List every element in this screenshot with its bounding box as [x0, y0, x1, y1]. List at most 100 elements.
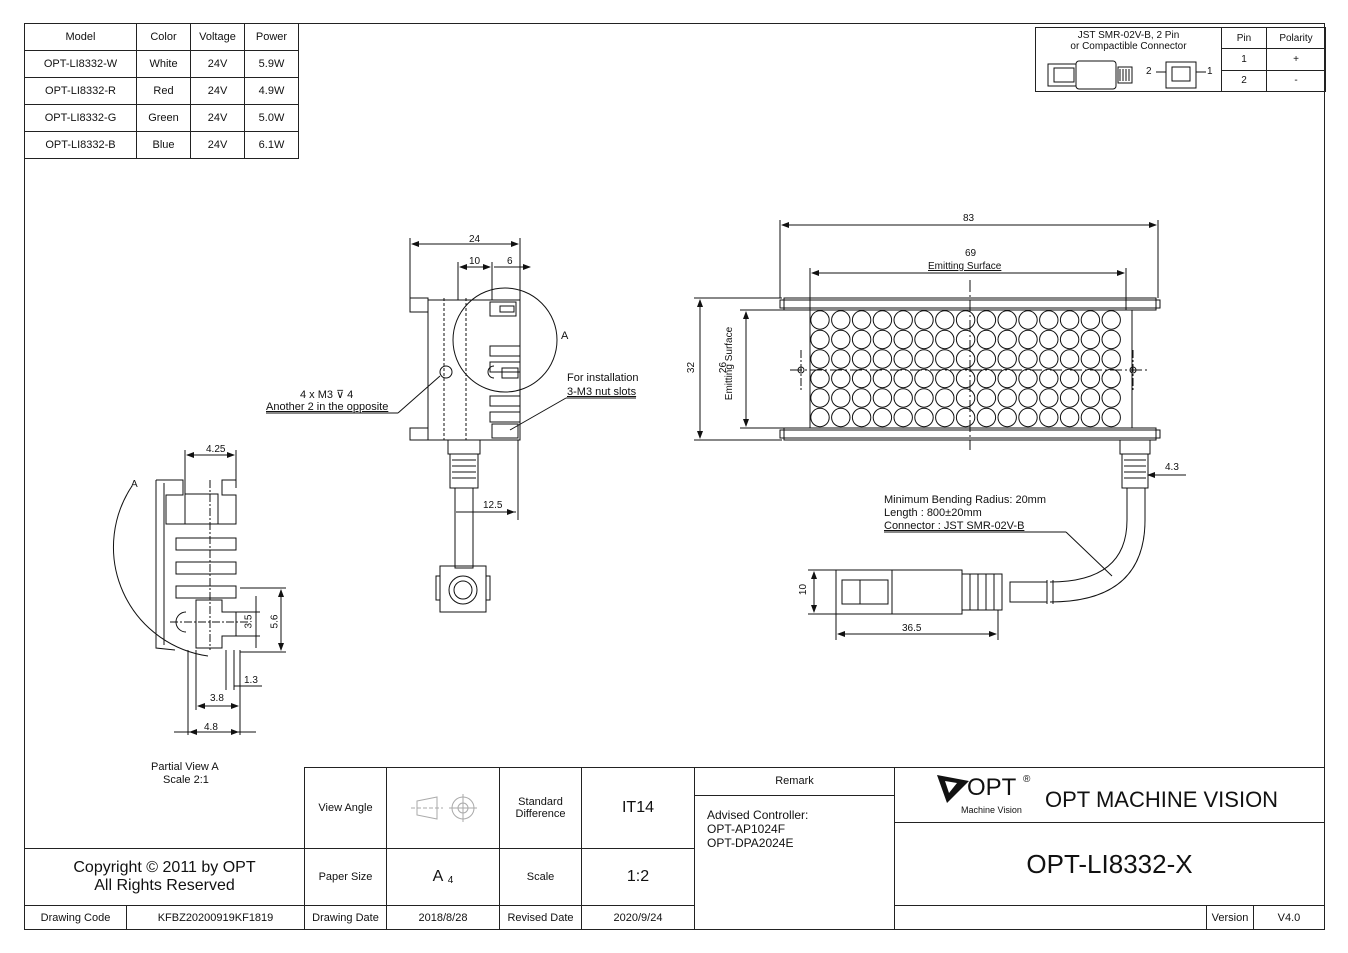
spec-row: OPT-LI8332-R Red 24V 4.9W [24, 77, 299, 105]
led [1101, 349, 1121, 369]
dim-4-3: 4.3 [1165, 462, 1179, 473]
led [1080, 388, 1101, 408]
led [1080, 329, 1101, 350]
install-note: For installation [567, 372, 639, 384]
drawing-code-label: Drawing Code [24, 905, 127, 930]
led [976, 388, 997, 408]
led [1101, 388, 1121, 408]
led [955, 388, 976, 408]
led [1101, 407, 1121, 428]
led [1018, 407, 1038, 428]
copyright-block: Copyright © 2011 by OPT All Rights Reser… [24, 848, 305, 906]
cable-note-radius: Minimum Bending Radius: 20mm [884, 494, 1047, 506]
led [997, 310, 1017, 330]
spec-cell: Blue [136, 131, 191, 159]
led [831, 407, 851, 428]
version-label: Version [1206, 905, 1254, 930]
dim-69: 69 [965, 248, 977, 259]
led [935, 368, 955, 389]
spec-row: OPT-LI8332-G Green 24V 5.0W [24, 104, 299, 132]
led [831, 368, 851, 389]
led [831, 349, 851, 369]
led [955, 329, 976, 350]
led [872, 349, 893, 369]
connector-title: JST SMR-02V-B, 2 Pin [1077, 30, 1180, 41]
led [872, 329, 893, 350]
led [831, 329, 851, 350]
led [955, 368, 976, 389]
spec-cell: 6.1W [244, 131, 299, 159]
led-grid [810, 310, 1121, 428]
detail-a-marker: A [561, 330, 569, 342]
led [1101, 368, 1121, 389]
led [1080, 407, 1101, 428]
dim-4-25: 4.25 [206, 444, 226, 455]
std-diff-label: Standard Difference [499, 767, 582, 849]
drawing-date: 2018/8/28 [386, 905, 500, 930]
led [1101, 329, 1121, 350]
view-angle-symbol [386, 767, 500, 849]
led [935, 388, 955, 408]
led [997, 329, 1017, 350]
spec-row: OPT-LI8332-W White 24V 5.9W [24, 50, 299, 78]
connector-sketch [1047, 60, 1206, 90]
led [1059, 407, 1080, 428]
revised-date-label: Revised Date [499, 905, 582, 930]
led [851, 310, 872, 330]
dim-32: 32 [686, 361, 698, 374]
copyright-line2: All Rights Reserved [94, 877, 235, 894]
led [893, 310, 913, 330]
led [914, 388, 934, 408]
led [851, 388, 872, 408]
dim-10: 10 [469, 256, 481, 267]
pin-table: JST SMR-02V-B, 2 Pin or Compactible Conn… [1035, 26, 1326, 93]
led [1018, 349, 1038, 369]
model-title: OPT-LI8332-X [894, 822, 1325, 906]
spec-row: OPT-LI8332-B Blue 24V 6.1W [24, 131, 299, 159]
paper-size-sub: 4 [447, 874, 454, 886]
detail-a-small: A [131, 479, 138, 490]
led [976, 329, 997, 350]
remark-line3: OPT-DPA2024E [707, 836, 794, 850]
cable-note-length: Length : 800±20mm [884, 507, 982, 519]
cable-note-connector: Connector : JST SMR-02V-B [884, 520, 1025, 532]
led [1080, 310, 1101, 330]
led [893, 368, 913, 389]
emitting-surface-label: Emitting Surface [928, 261, 1002, 272]
pin-cell: - [1266, 69, 1326, 93]
led [955, 407, 976, 428]
led [810, 388, 830, 408]
dim-12-5: 12.5 [483, 500, 503, 511]
revised-date: 2020/9/24 [581, 905, 695, 930]
led [1059, 310, 1080, 330]
spec-cell: OPT-LI8332-G [24, 104, 137, 132]
spec-header-row: Model Color Voltage Power [24, 23, 299, 51]
led [1039, 407, 1059, 428]
scale-label: Scale [499, 848, 582, 906]
dim-24: 24 [469, 234, 481, 245]
partial-view-scale: Scale 2:1 [163, 774, 209, 786]
led [1018, 388, 1038, 408]
paper-size: A [432, 868, 444, 885]
front-view [694, 220, 1186, 640]
led [997, 349, 1017, 369]
spec-cell: OPT-LI8332-R [24, 77, 137, 105]
led [935, 329, 955, 350]
version-value: V4.0 [1253, 905, 1325, 930]
led [851, 349, 872, 369]
led [872, 388, 893, 408]
led [997, 407, 1017, 428]
dim-4-8: 4.8 [204, 722, 218, 733]
led [831, 388, 851, 408]
led [1059, 368, 1080, 389]
led [810, 310, 830, 330]
side-view [266, 238, 636, 613]
m3-note-opposite: Another 2 in the opposite [266, 401, 389, 413]
dim-36-5: 36.5 [902, 623, 922, 634]
dim-3-5: 3.5 [243, 614, 255, 629]
led [955, 310, 976, 330]
paper-size-label: Paper Size [304, 848, 387, 906]
led [1059, 329, 1080, 350]
spec-header-color: Color [136, 23, 191, 51]
